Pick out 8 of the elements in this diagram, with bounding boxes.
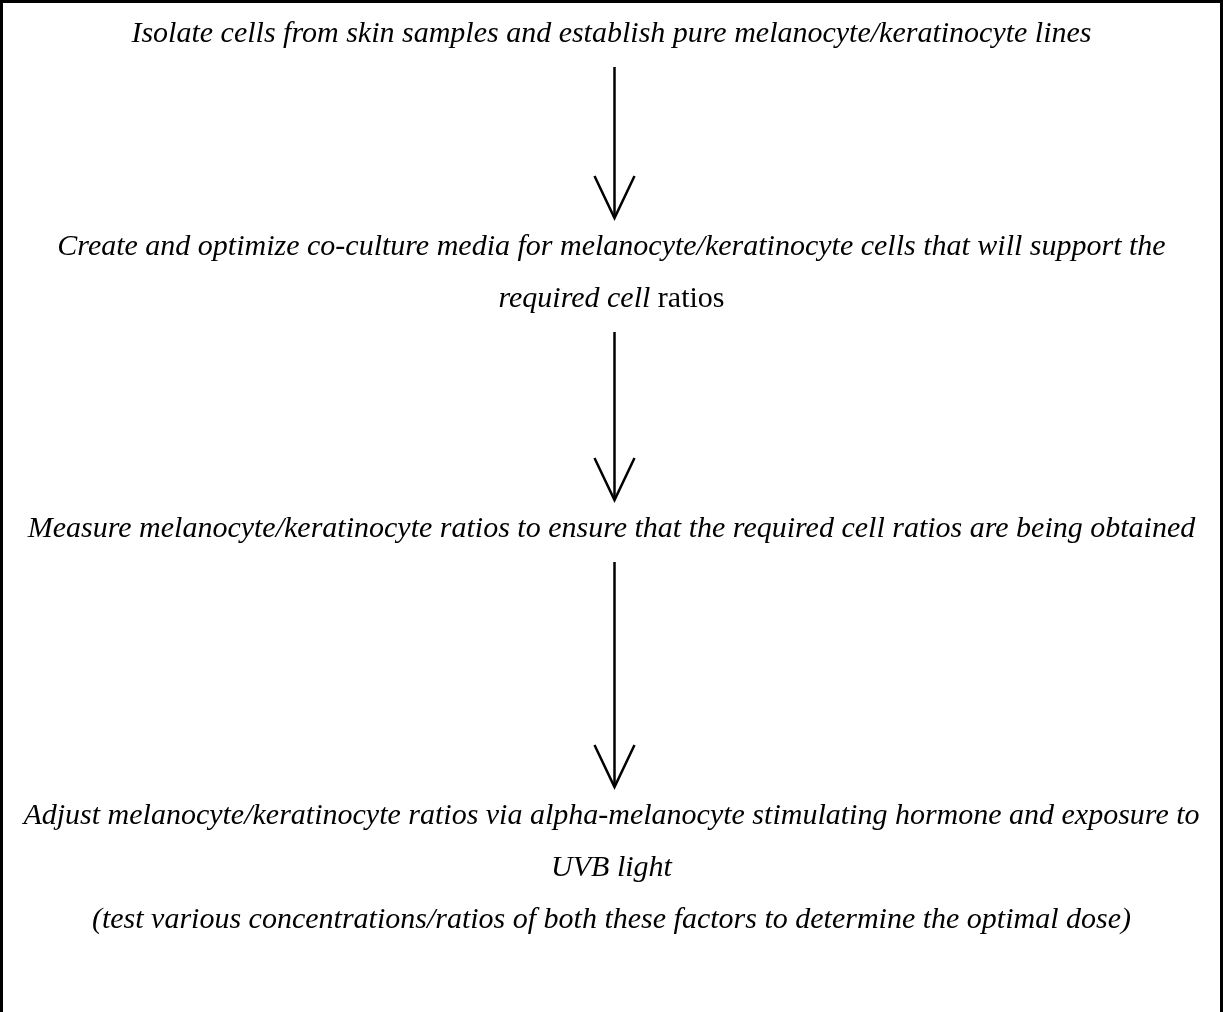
arrow [593,562,636,789]
arrow [593,67,636,220]
step-text: Measure melanocyte/keratinocyte ratios to ensure that the required cell ratios are being obtained [26,509,1197,545]
step-text: Adjust melanocyte/keratinocyte ratios via alpha-melanocyte stimulating hormone and exposure to UVB light [23,796,1200,884]
step-text: (test various concentrations/ratios of both these factors to determine the optimal dose) [90,900,1132,936]
step-text: Isolate cells from skin samples and establish pure melanocyte/keratinocyte lines [130,14,1093,50]
arrow [593,332,636,502]
step-text: Create and optimize co-culture media for melanocyte/keratinocyte cells that will support the required cell ratios [56,227,1167,315]
